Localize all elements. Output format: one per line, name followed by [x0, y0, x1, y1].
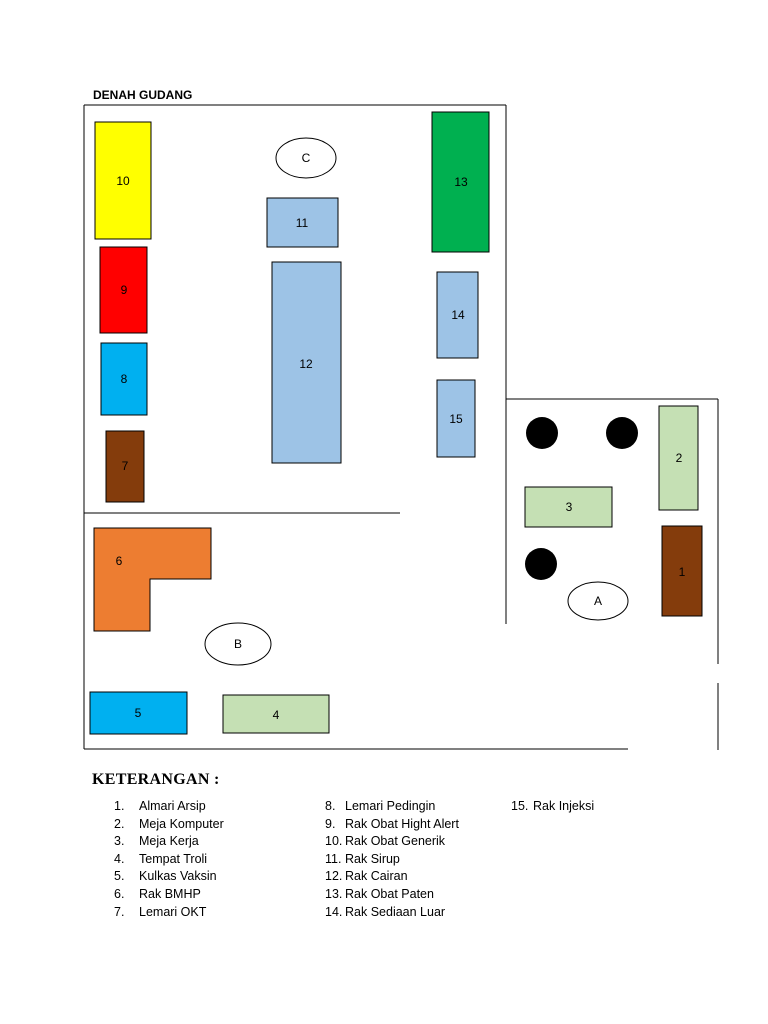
desk-2-computer	[658, 405, 699, 511]
label-10: 10	[116, 174, 130, 188]
legend-item: 6. Rak BMHP	[114, 886, 224, 904]
label-4: 4	[273, 708, 280, 722]
legend-item-label: Lemari Pedingin	[345, 799, 436, 813]
shelf-6-bmhp	[93, 527, 212, 632]
trolley-4-area	[222, 694, 330, 734]
legend-item: 8. Lemari Pedingin	[325, 798, 459, 816]
legend-item-label: Lemari OKT	[139, 904, 207, 919]
cabinet-1-archive	[661, 525, 703, 617]
legend-item-number: 4.	[114, 851, 125, 866]
legend-item-number: 2.	[114, 816, 125, 831]
label-3: 3	[566, 500, 573, 514]
legend-item: 4. Tempat Troli	[114, 851, 224, 869]
legend-item-number: 10.	[325, 834, 343, 849]
shelf-15-injections	[436, 379, 476, 458]
legend-item: 11.Rak Sirup	[325, 851, 459, 869]
legend-item-number: 15.	[511, 799, 529, 813]
cabinet-8-refrigerator	[100, 342, 148, 416]
label-11: 11	[296, 216, 309, 230]
shelf-12-liquids	[271, 261, 342, 464]
legend-item: 9. Rak Obat Hight Alert	[325, 816, 459, 834]
label-15: 15	[449, 412, 463, 426]
label-8: 8	[121, 372, 128, 386]
legend-item-number: 1.	[114, 799, 125, 813]
floor-plan-title: DENAH GUDANG	[93, 88, 193, 102]
label-7: 7	[122, 459, 129, 473]
label-9: 9	[121, 283, 128, 297]
label-1: 1	[679, 565, 686, 579]
legend-item-number: 9.	[325, 816, 336, 831]
label-b: B	[234, 637, 242, 651]
shelf-14-external-preparations	[436, 271, 479, 359]
legend-item: 7. Lemari OKT	[114, 904, 224, 922]
legend-item: 15. Rak Injeksi	[511, 798, 594, 816]
legend-item-number: 13.	[325, 886, 343, 901]
legend-title: KETERANGAN :	[92, 771, 220, 788]
shelf-10-generic-drugs	[94, 121, 152, 240]
legend-item: 12.Rak Cairan	[325, 868, 459, 886]
legend-item-label: Rak Obat Generik	[345, 834, 446, 849]
shelf-9-high-alert	[99, 246, 148, 334]
legend-item: 1. Almari Arsip	[114, 798, 224, 816]
legend-item: 2. Meja Komputer	[114, 816, 224, 834]
label-c: C	[302, 151, 311, 165]
legend-item-label: Rak Obat Paten	[345, 886, 434, 901]
legend-item-label: Meja Komputer	[139, 816, 224, 831]
legend-item-number: 3.	[114, 834, 125, 849]
label-12: 12	[299, 357, 313, 371]
legend-item-label: Rak BMHP	[139, 886, 201, 901]
desk-3-work	[524, 486, 613, 528]
marker-b	[204, 622, 272, 666]
legend-item: 3. Meja Kerja	[114, 833, 224, 851]
label-14: 14	[451, 308, 465, 322]
legend-column-3: 15. Rak Injeksi	[511, 798, 594, 816]
legend-item-number: 6.	[114, 886, 125, 901]
legend-column-1: 1. Almari Arsip 2. Meja Komputer 3. Meja Kerj…	[114, 798, 224, 921]
label-13: 13	[454, 175, 468, 189]
legend-item: 14.Rak Sediaan Luar	[325, 904, 459, 922]
legend-item: 5. Kulkas Vaksin	[114, 868, 224, 886]
walls	[83, 104, 719, 750]
shelf-13-patent-drugs	[431, 111, 490, 253]
legend-item-label: Meja Kerja	[139, 834, 199, 849]
legend-item-number: 7.	[114, 904, 125, 919]
label-a: A	[594, 594, 602, 608]
chair-2	[606, 417, 638, 449]
legend-item-label: Rak Injeksi	[533, 799, 595, 813]
legend-item-label: Tempat Troli	[139, 851, 208, 866]
legend-item-label: Rak Sirup	[345, 851, 400, 866]
label-5: 5	[135, 706, 142, 720]
legend-item-label: Rak Cairan	[345, 869, 408, 884]
marker-a	[567, 581, 629, 621]
label-6: 6	[116, 554, 123, 568]
legend-item-label: Rak Sediaan Luar	[345, 904, 446, 919]
legend-item: 10.Rak Obat Generik	[325, 833, 459, 851]
legend-item-number: 14.	[325, 904, 343, 919]
chair-3	[525, 548, 557, 580]
chair-1	[526, 417, 558, 449]
fridge-5-vaccine	[89, 691, 188, 735]
marker-c	[275, 137, 337, 179]
legend-item-label: Kulkas Vaksin	[139, 869, 217, 884]
legend-item-number: 12.	[325, 869, 343, 884]
legend-item: 13.Rak Obat Paten	[325, 886, 459, 904]
legend-item-label: Rak Obat Hight Alert	[345, 816, 459, 831]
shelf-11-syrup	[266, 197, 339, 248]
legend-item-number: 8.	[325, 799, 336, 813]
label-2: 2	[676, 451, 683, 465]
legend-item-number: 5.	[114, 869, 125, 884]
cabinet-7-okt	[105, 430, 145, 503]
legend-item-number: 11.	[325, 851, 342, 866]
legend-item-label: Almari Arsip	[139, 799, 206, 813]
